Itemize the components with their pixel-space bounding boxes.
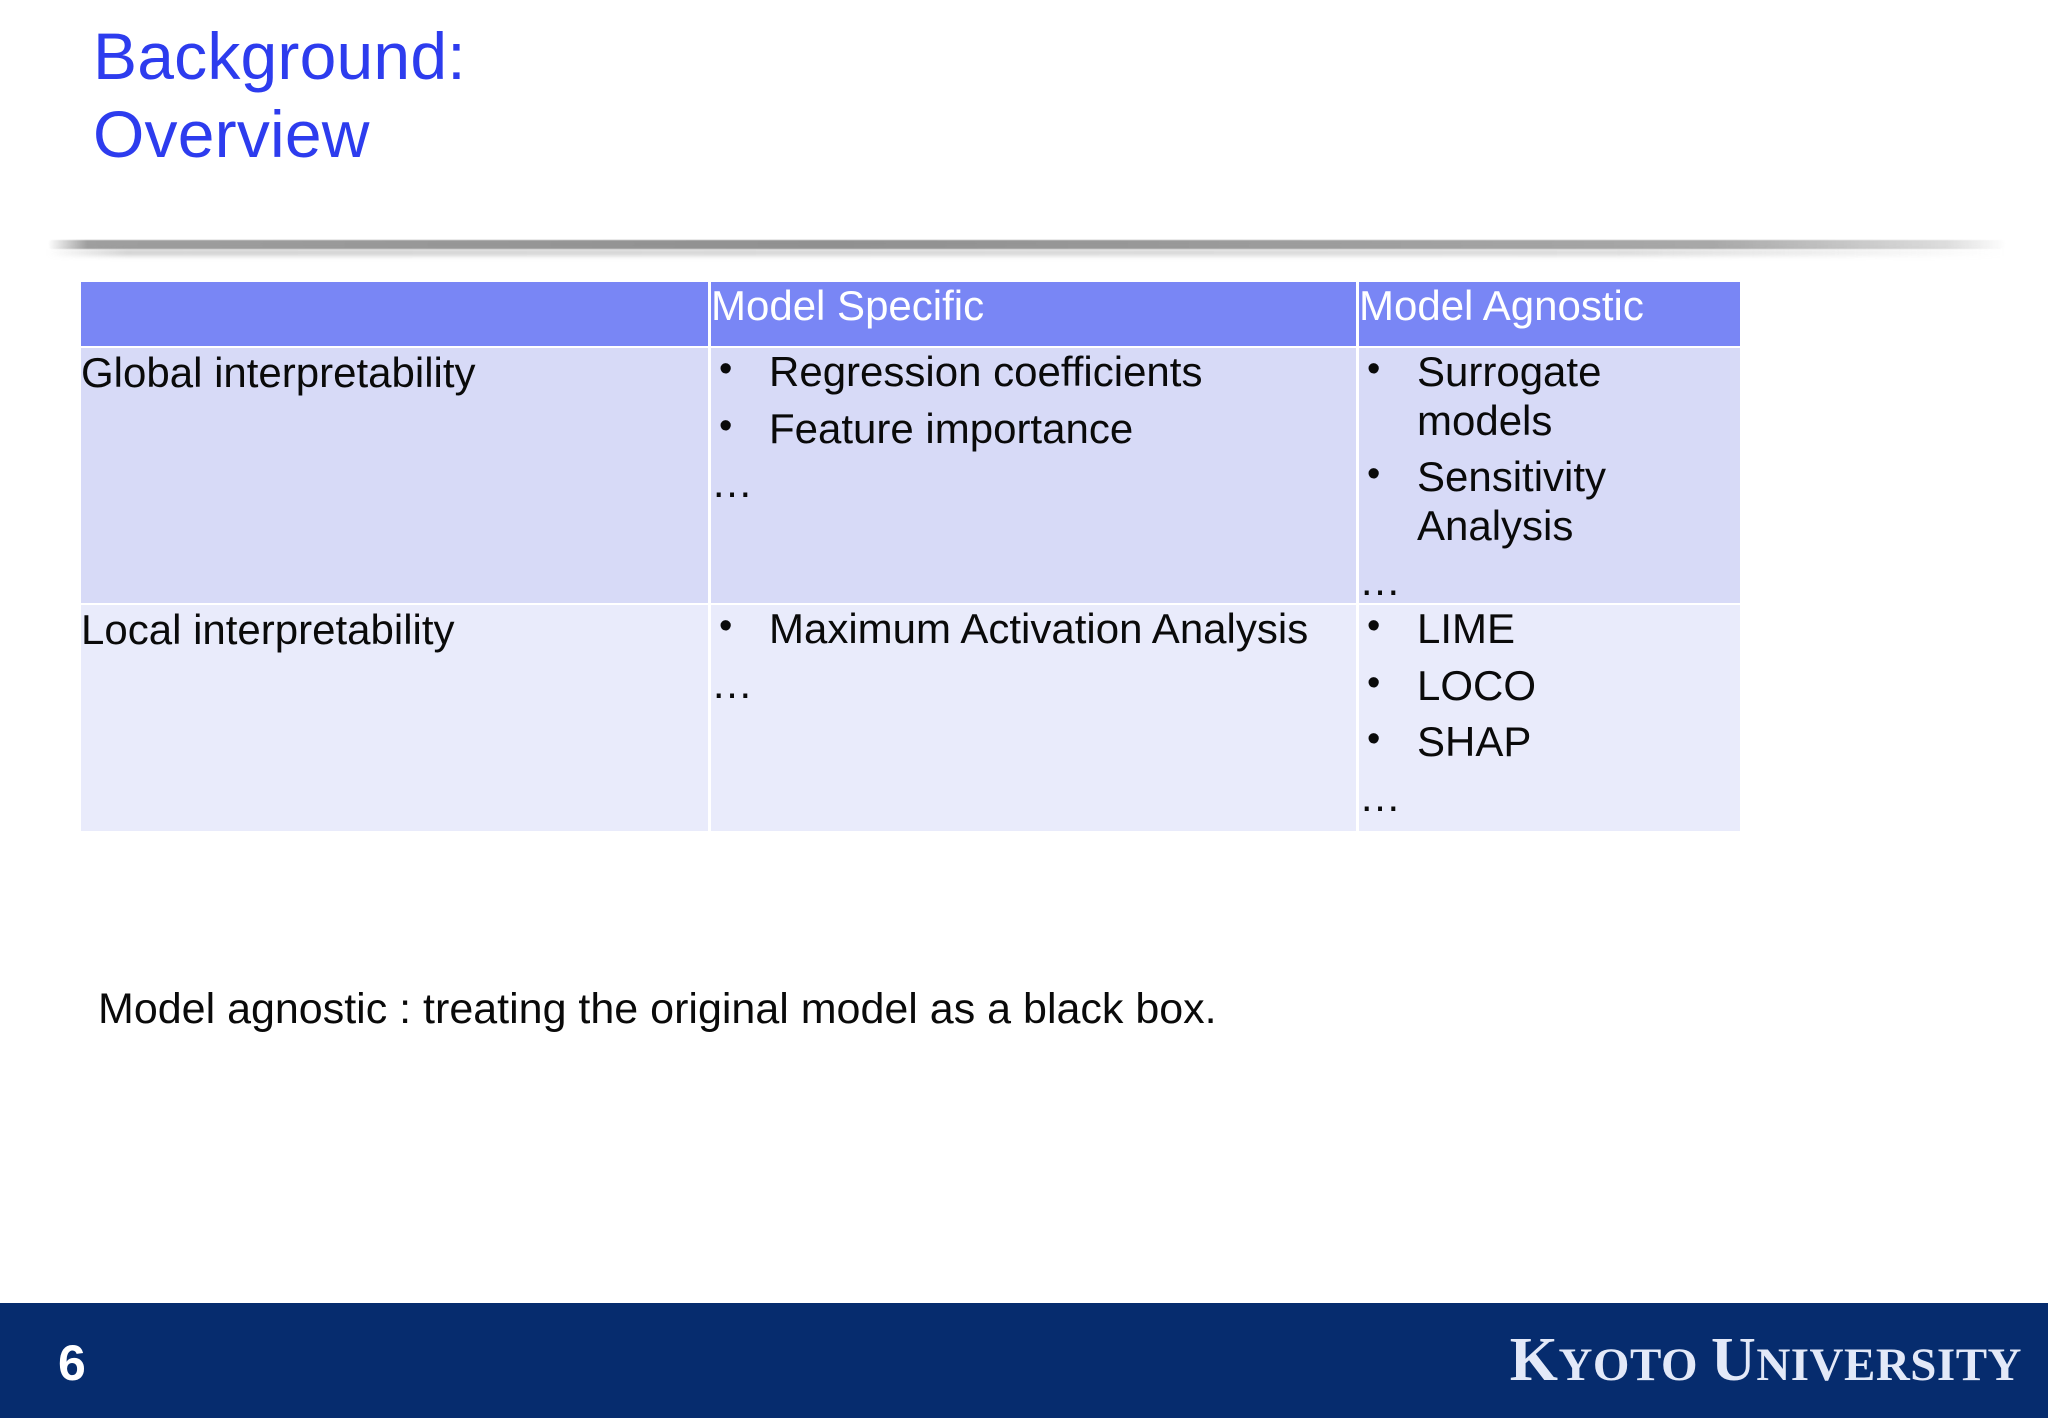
cell-global-model-specific: Regression coefficients Feature importan… bbox=[711, 346, 1356, 603]
table-row: Local interpretability Maximum Activatio… bbox=[81, 603, 1740, 831]
caption-text: Model agnostic : treating the original m… bbox=[98, 985, 1217, 1033]
cell-local-model-agnostic: LIME LOCO SHAP … bbox=[1359, 603, 1740, 831]
row-label-text: Global interpretability bbox=[81, 349, 476, 396]
brand-u: U bbox=[1711, 1326, 1757, 1394]
column-header-model-agnostic: Model Agnostic bbox=[1359, 282, 1740, 346]
column-header-model-specific: Model Specific bbox=[711, 282, 1356, 346]
kyoto-university-logo: KYOTO UNIVERSITY bbox=[1510, 1325, 2022, 1396]
page-number: 6 bbox=[58, 1335, 86, 1391]
title-divider-shadow bbox=[48, 249, 2006, 256]
list-item: Regression coefficients bbox=[711, 346, 1356, 397]
title-divider bbox=[48, 240, 2006, 249]
interpretability-matrix-table: Model Specific Model Agnostic Global int… bbox=[78, 280, 1743, 833]
bullet-list: Surrogate models Sensitivity Analysis bbox=[1359, 346, 1740, 551]
bullet-list: Maximum Activation Analysis bbox=[711, 603, 1356, 654]
brand-niversity: NIVERSITY bbox=[1756, 1339, 2022, 1391]
slide-footer-bar: 6 KYOTO UNIVERSITY bbox=[0, 1303, 2048, 1418]
list-item: LOCO bbox=[1359, 660, 1740, 711]
page-title: Background: Overview bbox=[93, 18, 1393, 174]
title-line-1: Background: bbox=[93, 19, 466, 93]
bullet-list: Regression coefficients Feature importan… bbox=[711, 346, 1356, 454]
list-item: Feature importance bbox=[711, 403, 1356, 454]
table-row: Global interpretability Regression coeff… bbox=[81, 346, 1740, 604]
more-ellipsis: … bbox=[711, 459, 754, 507]
more-ellipsis: … bbox=[1359, 773, 1402, 821]
row-label-text: Local interpretability bbox=[81, 605, 455, 653]
brand-yoto: YOTO bbox=[1558, 1339, 1699, 1391]
list-item: Surrogate models bbox=[1359, 346, 1740, 445]
table-header-row: Model Specific Model Agnostic bbox=[81, 282, 1740, 346]
row-label-global-interpretability: Global interpretability bbox=[81, 348, 708, 603]
list-item: SHAP bbox=[1359, 716, 1740, 767]
column-header-blank bbox=[81, 282, 708, 346]
title-line-2: Overview bbox=[93, 96, 370, 171]
brand-k: K bbox=[1509, 1326, 1559, 1394]
cell-local-model-specific: Maximum Activation Analysis … bbox=[711, 603, 1356, 831]
cell-global-model-agnostic: Surrogate models Sensitivity Analysis … bbox=[1359, 346, 1740, 604]
row-label-local-interpretability: Local interpretability bbox=[81, 604, 708, 831]
more-ellipsis: … bbox=[1359, 556, 1402, 604]
list-item: Maximum Activation Analysis bbox=[711, 603, 1356, 654]
list-item: LIME bbox=[1359, 603, 1740, 654]
list-item: Sensitivity Analysis bbox=[1359, 451, 1740, 550]
bullet-list: LIME LOCO SHAP bbox=[1359, 603, 1740, 767]
more-ellipsis: … bbox=[711, 659, 754, 707]
